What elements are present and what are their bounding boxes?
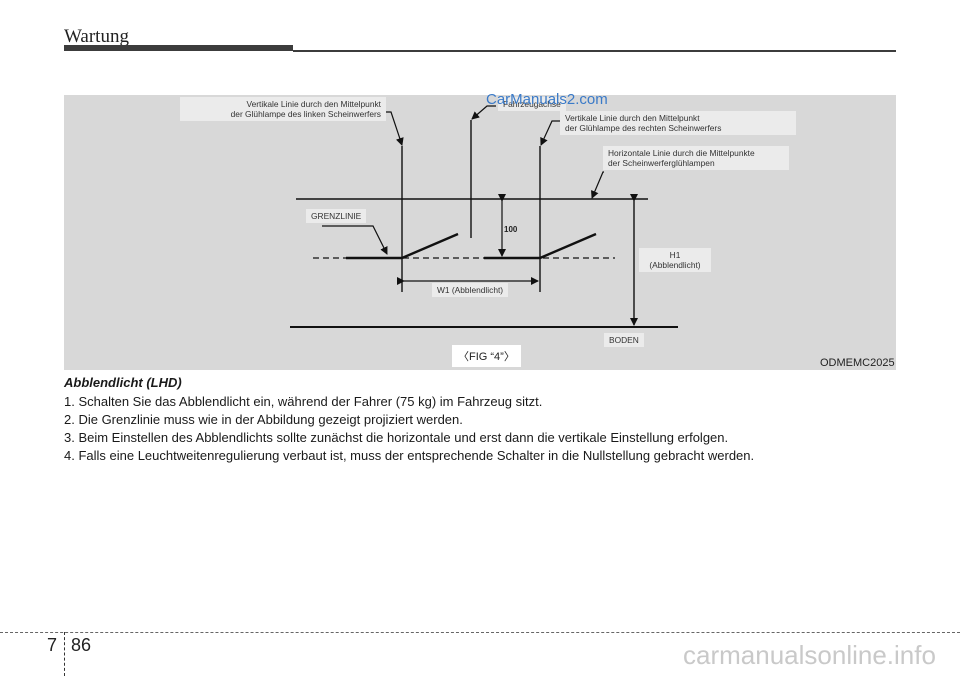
footer-rule: [0, 632, 960, 633]
figure-code: ODMEMC2025: [820, 357, 895, 369]
left-cutoff-line: [346, 232, 459, 260]
grenzlinie-leader: [322, 225, 388, 255]
instruction-step: 3. Beim Einstellen des Abblendlichts sol…: [64, 430, 729, 445]
label-h1-line1: H1: [669, 250, 681, 260]
section-title: Abblendlicht (LHD): [64, 375, 182, 390]
label-grenzlinie: GRENZLINIE: [306, 209, 367, 223]
instructions-section: Abblendlicht (LHD) 1. Schalten Sie das A…: [64, 375, 904, 465]
footer-divider: [64, 632, 65, 676]
page-header-title: Wartung: [64, 26, 129, 47]
instruction-step: 2. Die Grenzlinie muss wie in der Abbild…: [64, 412, 463, 427]
figure-watermark: CarManuals2.com: [486, 91, 608, 108]
site-watermark: carmanualsonline.info: [683, 640, 936, 670]
right-label-leader: [540, 120, 560, 146]
label-right-line1: Vertikale Linie durch den Mittelpunkt: [565, 113, 700, 123]
label-w1: W1 (Abblendlicht): [432, 283, 509, 297]
label-horizontal-line2: der Scheinwerferglühlampen: [608, 158, 715, 168]
horizontal-label-leader: [591, 171, 604, 199]
instruction-step: 4. Falls eine Leuchtweitenregulierung ve…: [64, 448, 755, 463]
label-horizontal-line1: Horizontale Linie durch die Mittelpunkte: [608, 148, 755, 158]
label-h1-line2: (Abblendlicht): [649, 260, 701, 270]
label-vehicle-axis: Fahrzeugachse: [498, 97, 566, 111]
chapter-number: 7: [47, 635, 58, 655]
label-left-line1: Vertikale Linie durch den Mittelpunkt: [246, 99, 381, 109]
figure-tag: 〈FIG “4”〉: [452, 345, 521, 367]
label-boden: BODEN: [604, 333, 644, 347]
label-left-line2: der Glühlampe des linken Scheinwerfers: [230, 109, 381, 119]
label-horizontal-center-line: Horizontale Linie durch die Mittelpunkte…: [603, 146, 789, 170]
page-number: 86: [71, 635, 92, 655]
headlight-aiming-figure: [64, 95, 896, 370]
label-dimension-100: 100: [504, 225, 518, 234]
instruction-step: 1. Schalten Sie das Abblendlicht ein, wä…: [64, 394, 543, 409]
label-h1: H1 (Abblendlicht): [639, 248, 711, 272]
right-cutoff-line: [484, 232, 597, 260]
header-rule-thin: [293, 50, 896, 52]
label-right-line2: der Glühlampe des rechten Scheinwerfers: [565, 123, 722, 133]
header-rule-thick: [64, 45, 293, 51]
label-right-lamp-vertical: Vertikale Linie durch den Mittelpunkt de…: [560, 111, 796, 135]
label-left-lamp-vertical: Vertikale Linie durch den Mittelpunkt de…: [180, 97, 386, 121]
axis-label-leader: [471, 105, 496, 120]
